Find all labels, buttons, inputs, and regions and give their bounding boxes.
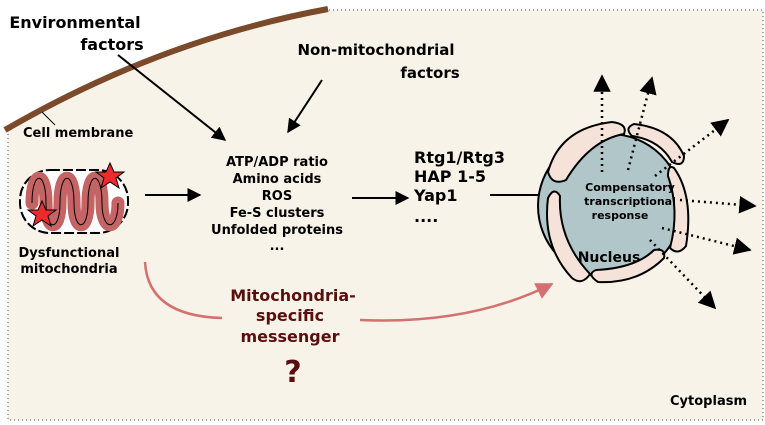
nucleus [537,120,690,284]
messenger-path-left [143,261,223,320]
regulator-item: .... [414,207,438,226]
environmental-arrow [117,54,227,141]
damage-star-icon [26,199,58,228]
question-mark: ? [284,355,301,390]
signal-item: ATP/ADP ratio [226,155,328,170]
messenger-label-3: messenger [240,327,339,346]
regulator-list: Rtg1/Rtg3 HAP 1-5 Yap1 .... [413,148,505,226]
response-label: Compensatory [585,181,675,194]
regulator-item: Rtg1/Rtg3 [414,148,505,167]
cytoplasm-area [7,9,764,421]
membrane-pointer [41,111,56,126]
cell-membrane-label: Cell membrane [23,126,133,141]
damage-star-icon [94,161,126,190]
signal-item: ... [270,239,285,254]
messenger-label-2: specific [256,306,324,325]
messenger-path-right [359,282,554,322]
non-mito-arrow [287,79,323,134]
regulator-item: HAP 1-5 [414,167,486,186]
response-label-2: transcriptional [584,195,676,208]
non-mito-factors-label: Non-mitochondrial [297,41,454,59]
signal-item: Fe-S clusters [230,206,325,221]
non-mito-factors-label-2: factors [400,64,459,82]
cell-membrane [3,6,329,133]
transcription-output-arrows [593,74,757,310]
regulator-item: Yap1 [413,186,458,205]
cytoplasm-label: Cytoplasm [670,394,747,409]
signal-item: ROS [262,189,292,204]
signal-list: ATP/ADP ratio Amino acids ROS Fe-S clust… [211,155,343,254]
nucleus-label: Nucleus [578,250,641,266]
environmental-factors-label: Environmental [9,13,140,32]
signal-item: Unfolded proteins [211,223,343,238]
environmental-factors-label-2: factors [80,35,143,54]
signal-item: Amino acids [233,172,322,187]
dysfunctional-label: Dysfunctional [19,246,120,261]
dysfunctional-label-2: mitochondria [20,262,117,277]
response-label-3: response [592,209,649,222]
messenger-label: Mitochondria- [230,286,356,305]
